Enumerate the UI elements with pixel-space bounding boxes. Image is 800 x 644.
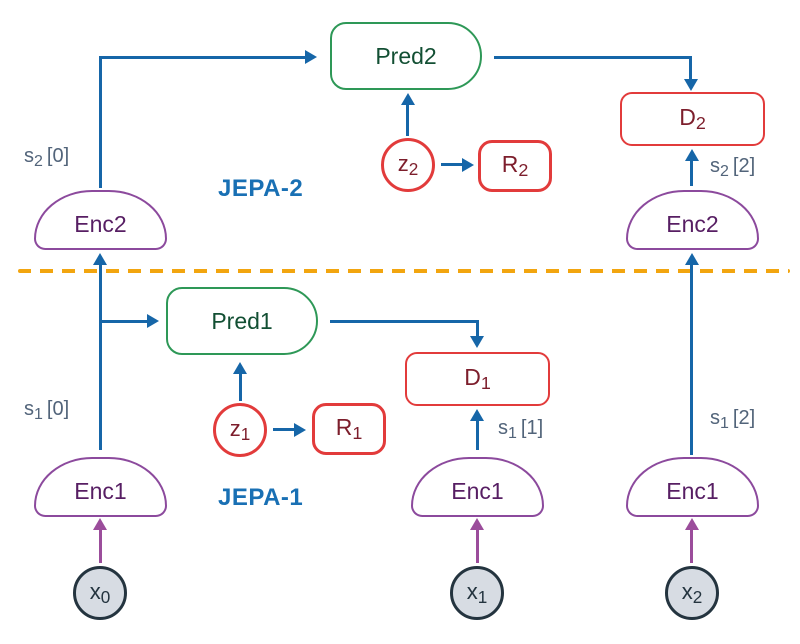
s1-0-state-label: s1[0] [24,398,70,423]
enc1left-to-enc2left-arrowhead-icon [93,253,107,265]
pred1-to-d1-arrow-drop [476,320,479,336]
enc2right-to-d2-arrow [690,160,693,186]
s1-0-to-pred1-arrowhead-icon [147,314,159,328]
z2-label: z2 [397,150,419,179]
enc2-right-node: Enc2 [626,190,759,250]
enc2right-to-d2-arrowhead-icon [685,149,699,161]
s2-0-state-label: s2[0] [24,145,70,170]
z1-latent-node: z1 [213,403,267,457]
z1-to-r1-arrow [273,428,294,431]
r1-label: R1 [335,414,363,443]
z1-label: z1 [229,415,251,444]
pred2-to-d2-arrow-drop [689,56,692,79]
enc2-left-node: Enc2 [34,190,167,250]
jepa2-title: JEPA-2 [218,175,304,202]
enc1mid-to-d1-arrow [476,420,479,450]
pred1-node: Pred1 [166,287,318,355]
x2-to-enc1-arrowhead-icon [685,518,699,530]
s1-1-state-label: s1[1] [498,417,544,442]
x1-to-enc1-arrow [476,529,479,563]
s1-0-to-pred1-arrow [99,320,147,323]
enc2left-to-pred2-arrow [99,56,305,59]
r2-regularizer-node: R2 [478,140,552,192]
pred2-to-d2-arrow [494,56,692,59]
x1-label: x1 [466,578,488,607]
enc1-left-label: Enc1 [74,478,127,504]
r2-label: R2 [501,151,529,180]
r1-regularizer-node: R1 [312,403,386,455]
x1-input-node: x1 [450,566,504,620]
pred1-to-d1-arrowhead-icon [470,336,484,348]
x0-to-enc1-arrowhead-icon [93,518,107,530]
enc1-mid-node: Enc1 [411,457,544,517]
z2-to-r2-arrowhead-icon [462,158,474,172]
pred1-to-d1-arrow [330,320,477,323]
d2-label: D2 [679,104,706,133]
z2-to-r2-arrow [441,163,462,166]
x0-label: x0 [89,578,111,607]
pred1-label: Pred1 [211,307,273,334]
level-divider-dashed-line [18,269,790,273]
d1-label: D1 [464,364,491,393]
z2-latent-node: z2 [381,138,435,192]
x0-to-enc1-arrow [99,529,102,563]
z1-to-r1-arrowhead-icon [294,423,306,437]
pred2-node: Pred2 [330,22,482,90]
s2-2-state-label: s2[2] [710,155,756,180]
enc1-mid-label: Enc1 [451,478,504,504]
jepa1-title: JEPA-1 [218,484,304,511]
z1-to-pred1-arrowhead-icon [233,362,247,374]
pred2-label: Pred2 [375,42,437,69]
z2-to-pred2-arrowhead-icon [401,93,415,105]
d1-cost-node: D1 [405,352,550,406]
x0-input-node: x0 [73,566,127,620]
enc2-right-label: Enc2 [666,211,719,237]
s2-0-state-line [99,57,102,188]
z2-to-pred2-arrow [406,104,409,136]
d2-cost-node: D2 [620,92,765,146]
enc2-left-label: Enc2 [74,211,127,237]
enc1-right-node: Enc1 [626,457,759,517]
s1-2-state-label: s1[2] [710,407,756,432]
x1-to-enc1-arrowhead-icon [470,518,484,530]
z1-to-pred1-arrow [239,373,242,401]
enc1-right-label: Enc1 [666,478,719,504]
enc1left-to-enc2left-arrow [99,263,102,450]
enc1-left-node: Enc1 [34,457,167,517]
enc1right-to-enc2right-arrowhead-icon [685,253,699,265]
x2-to-enc1-arrow [690,529,693,563]
enc1mid-to-d1-arrowhead-icon [470,409,484,421]
enc2left-to-pred2-arrowhead-icon [305,50,317,64]
x2-input-node: x2 [665,566,719,620]
pred2-to-d2-arrowhead-icon [684,79,698,91]
enc1right-to-enc2right-arrow [690,263,693,455]
x2-label: x2 [681,578,703,607]
